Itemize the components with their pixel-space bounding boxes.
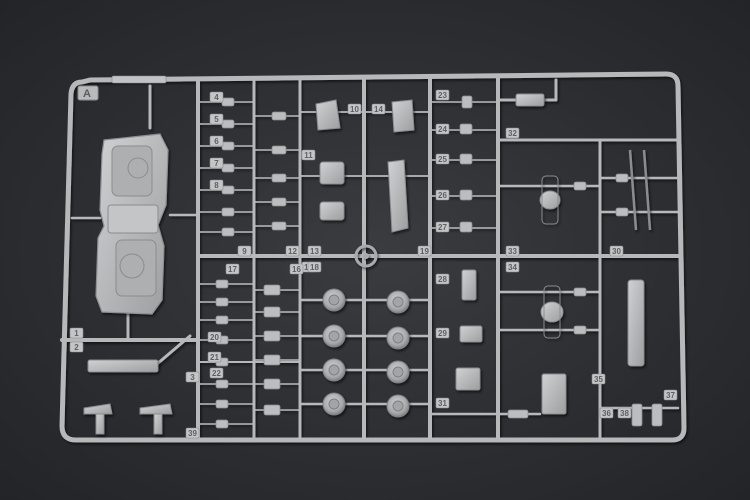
part-number-tag-bg xyxy=(435,221,450,233)
part-number-22: 22 xyxy=(212,369,221,378)
part-number-tag-bg xyxy=(69,327,84,339)
part-number-29: 29 xyxy=(438,329,447,338)
part-number-tag-bg xyxy=(435,397,450,409)
brand-plate xyxy=(111,75,167,84)
right-parts xyxy=(455,93,652,415)
chassis-floor-part xyxy=(95,133,169,315)
sprue-letter: A xyxy=(83,88,91,100)
part-number-19: 19 xyxy=(420,247,429,256)
part-number-tag-bg xyxy=(307,261,322,273)
part-number-2: 2 xyxy=(74,343,79,352)
wheel-left-3 xyxy=(322,358,346,382)
part-number-7: 7 xyxy=(214,159,219,168)
part-number-tag-bg xyxy=(435,89,450,101)
part-number-tag-bg xyxy=(505,127,520,139)
part-number-tag-bg xyxy=(435,153,450,165)
part-number-27: 27 xyxy=(438,223,447,232)
wheel-left-2 xyxy=(322,324,346,348)
part-number-tag-bg xyxy=(301,149,316,161)
wheel-right-2 xyxy=(386,326,410,350)
part-number-35: 35 xyxy=(594,375,603,384)
lower-left-parts xyxy=(83,359,173,435)
part-number-tag-bg xyxy=(435,123,450,135)
part-number-tag-bg xyxy=(185,371,200,383)
part-number-3: 3 xyxy=(190,373,195,382)
part-number-tag-bg xyxy=(207,331,222,343)
part-number-tag-bg xyxy=(185,427,200,439)
steering-wheel-part xyxy=(354,244,378,268)
part-number-26: 26 xyxy=(438,191,447,200)
part-number-30: 30 xyxy=(612,247,621,256)
part-number-tag-bg xyxy=(617,407,632,419)
part-number-12: 12 xyxy=(288,247,297,256)
part-number-36: 36 xyxy=(602,409,611,418)
part-number-tag-bg xyxy=(347,103,362,115)
wheel-right-1 xyxy=(386,290,410,314)
part-number-tag-bg xyxy=(289,263,304,275)
part-number-20: 20 xyxy=(210,333,219,342)
wheel-right-4 xyxy=(386,394,410,418)
part-number-21: 21 xyxy=(210,353,219,362)
sprue-letter-tag: A xyxy=(77,85,99,101)
part-number-23: 23 xyxy=(438,91,447,100)
part-number-31: 31 xyxy=(438,399,447,408)
part-number-tag-bg xyxy=(209,135,224,147)
part-number-tag-bg xyxy=(505,261,520,273)
part-number-33: 33 xyxy=(508,247,517,256)
part-number-1: 1 xyxy=(74,329,79,338)
part-number-tag-bg xyxy=(69,341,84,353)
part-number-tag-bg xyxy=(237,245,252,257)
part-number-tag-bg xyxy=(609,245,624,257)
part-number-11: 11 xyxy=(304,151,313,160)
wheel-left-1 xyxy=(322,288,346,312)
part-number-13: 13 xyxy=(310,247,319,256)
part-number-34: 34 xyxy=(508,263,517,272)
part-number-39: 39 xyxy=(188,429,197,438)
part-number-tag-bg xyxy=(209,179,224,191)
part-number-tag-bg xyxy=(505,245,520,257)
part-number-18: 18 xyxy=(310,263,319,272)
part-number-tag-bg xyxy=(307,245,322,257)
road-wheels xyxy=(322,244,410,418)
part-number-tag-bg xyxy=(209,157,224,169)
part-number-24: 24 xyxy=(438,125,447,134)
part-number-tag-bg xyxy=(435,327,450,339)
part-number-tag-bg xyxy=(599,407,614,419)
part-number-tag-bg xyxy=(209,113,224,125)
part-number-tag-bg xyxy=(435,189,450,201)
part-number-tag-bg xyxy=(417,245,432,257)
part-number-4: 4 xyxy=(214,93,219,102)
part-number-37: 37 xyxy=(666,391,675,400)
part-number-tag-bg xyxy=(209,91,224,103)
part-number-tags: 1234567891011121314151617181920212223242… xyxy=(69,89,678,439)
part-number-tag-bg xyxy=(371,103,386,115)
part-number-tag-bg xyxy=(285,245,300,257)
part-number-25: 25 xyxy=(438,155,447,164)
part-number-8: 8 xyxy=(214,181,219,190)
part-number-14: 14 xyxy=(374,105,383,114)
upper-middle-parts xyxy=(315,99,415,233)
wheel-left-4 xyxy=(322,392,346,416)
part-number-17: 17 xyxy=(228,265,237,274)
part-number-10: 10 xyxy=(350,105,359,114)
part-number-tag-bg xyxy=(591,373,606,385)
part-number-28: 28 xyxy=(438,275,447,284)
part-number-5: 5 xyxy=(214,115,219,124)
part-number-6: 6 xyxy=(214,137,219,146)
part-number-tag-bg xyxy=(435,273,450,285)
part-number-tag-bg xyxy=(207,351,222,363)
part-number-tag-bg xyxy=(663,389,678,401)
part-number-tag-bg xyxy=(209,367,224,379)
part-number-9: 9 xyxy=(242,247,247,256)
part-number-16: 16 xyxy=(292,265,301,274)
part-number-tag-bg xyxy=(225,263,240,275)
part-number-32: 32 xyxy=(508,129,517,138)
part-number-38: 38 xyxy=(620,409,629,418)
wheel-right-3 xyxy=(386,360,410,384)
